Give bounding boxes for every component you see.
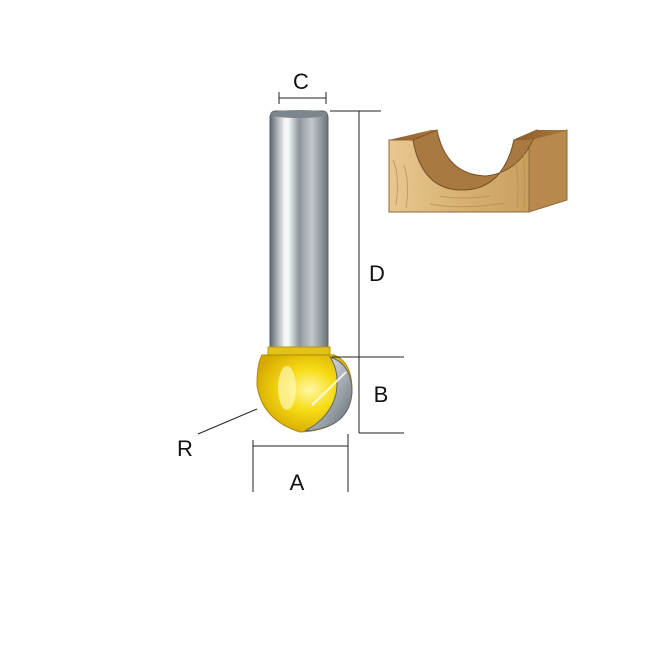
wood-side-face xyxy=(528,129,568,213)
wood-profile-icon xyxy=(388,129,568,213)
dimension-lines xyxy=(197,92,404,492)
cutter-blade xyxy=(304,356,353,432)
shank-highlight xyxy=(283,118,288,354)
label-r: R xyxy=(177,436,193,461)
label-d: D xyxy=(369,261,385,286)
wood-top-right xyxy=(514,130,567,140)
label-a: A xyxy=(290,470,305,495)
label-b: B xyxy=(374,382,389,407)
blade-edge xyxy=(311,371,347,406)
label-c: C xyxy=(293,69,309,94)
wood-top-left xyxy=(389,130,437,140)
shank-top-cap xyxy=(270,110,328,118)
cutter-shine xyxy=(278,366,296,410)
router-bit-icon xyxy=(256,110,353,433)
dim-r-leader xyxy=(197,408,258,435)
shank xyxy=(269,110,329,356)
wood-grain xyxy=(392,139,556,210)
